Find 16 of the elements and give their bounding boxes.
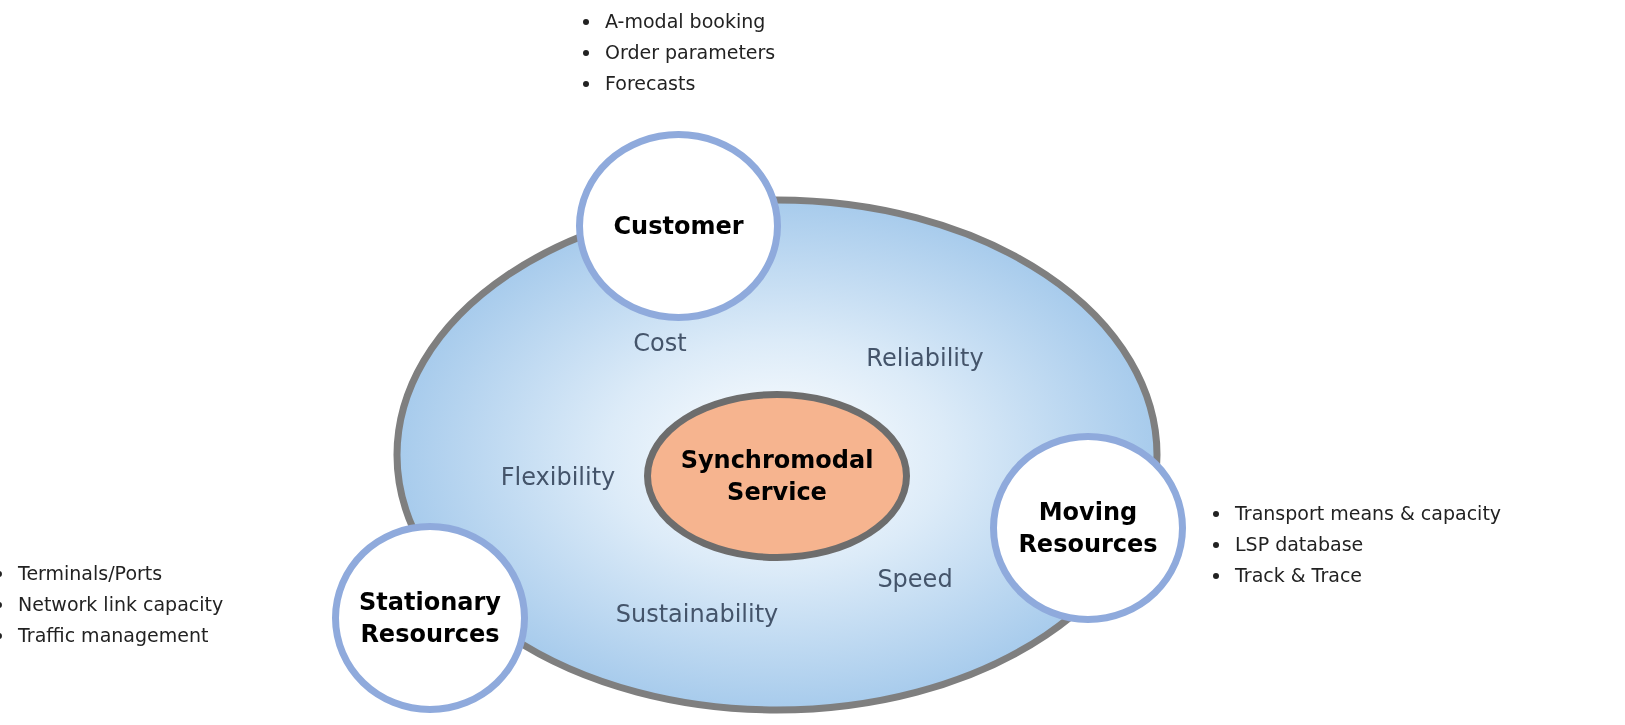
circle-node: Customer bbox=[576, 131, 781, 321]
bullet-item: Network link capacity bbox=[18, 593, 224, 615]
bullet-item: Forecasts bbox=[605, 72, 696, 94]
quality-label: Sustainability bbox=[615, 600, 779, 628]
quality-label: Flexibility bbox=[500, 463, 616, 491]
bullet-item: A-modal booking bbox=[605, 10, 766, 32]
bullet-item: Transport means & capacity bbox=[1235, 502, 1502, 524]
bullet-item: LSP database bbox=[1235, 533, 1364, 555]
quality-label: Cost bbox=[633, 329, 687, 357]
quality-label: Reliability bbox=[866, 344, 984, 372]
bullet-item: Terminals/Ports bbox=[18, 562, 163, 584]
bullet-item: Track & Trace bbox=[1235, 564, 1363, 586]
bullet-item: Traffic management bbox=[18, 624, 209, 646]
bullet-item: Order parameters bbox=[605, 41, 776, 63]
circle-node: Stationary Resources bbox=[332, 523, 528, 713]
quality-label: Speed bbox=[877, 565, 953, 593]
